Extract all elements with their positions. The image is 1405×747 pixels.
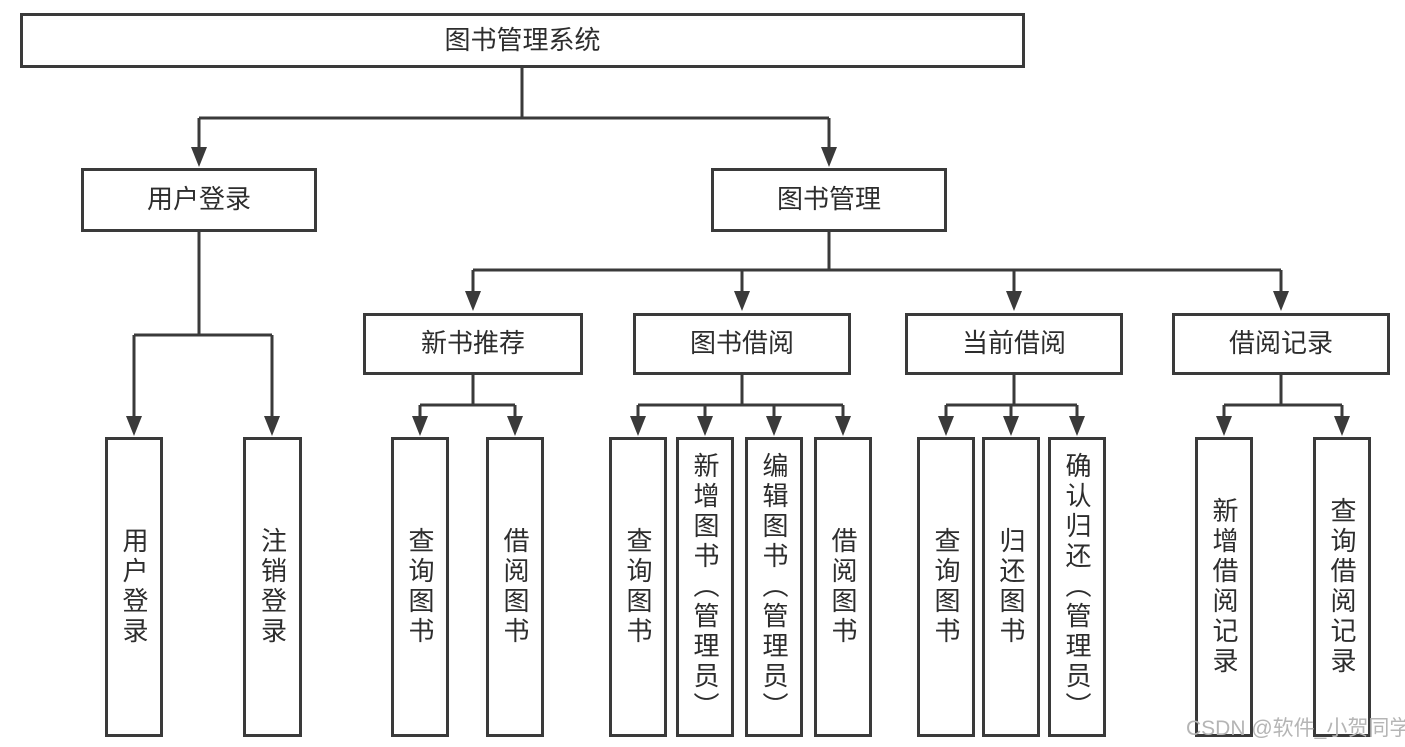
leaf-add-borrow-record: 新增借阅记录	[1195, 437, 1253, 737]
leaf-add-book-admin: 新增图书（管理员）	[676, 437, 734, 737]
node-user-login: 用户登录	[81, 168, 317, 232]
node-book-borrowing: 图书借阅	[633, 313, 851, 375]
node-label: 图书借阅	[689, 328, 794, 359]
node-label: 图书管理	[776, 184, 881, 215]
leaf-label: 编辑图书（管理员）	[759, 452, 789, 722]
node-label: 新书推荐	[420, 328, 525, 359]
node-current-borrowing: 当前借阅	[905, 313, 1123, 375]
leaf-label: 新增图书（管理员）	[690, 452, 720, 722]
leaf-edit-book-admin: 编辑图书（管理员）	[745, 437, 803, 737]
leaf-return-books: 归还图书	[982, 437, 1040, 737]
leaf-label: 确认归还（管理员）	[1062, 452, 1092, 722]
leaf-label: 注销登录	[257, 527, 288, 647]
leaf-label: 借阅图书	[500, 527, 530, 647]
node-library-management-system: 图书管理系统	[20, 13, 1025, 68]
leaf-query-books-recommend: 查询图书	[391, 437, 449, 737]
node-book-management: 图书管理	[711, 168, 947, 232]
node-label: 当前借阅	[961, 328, 1066, 359]
leaf-logout: 注销登录	[243, 437, 302, 737]
leaf-confirm-return-admin: 确认归还（管理员）	[1048, 437, 1106, 737]
leaf-label: 查询图书	[931, 527, 961, 647]
leaf-label: 用户登录	[119, 527, 149, 647]
csdn-watermark: CSDN @软件_小贺同学	[1186, 717, 1405, 740]
leaf-user-login: 用户登录	[105, 437, 163, 737]
leaf-borrow-books-borrowing: 借阅图书	[814, 437, 872, 737]
node-label: 图书管理系统	[444, 24, 601, 55]
node-label: 用户登录	[146, 184, 251, 215]
leaf-label: 查询图书	[623, 527, 653, 647]
leaf-label: 新增借阅记录	[1209, 497, 1239, 677]
leaf-label: 借阅图书	[828, 527, 858, 647]
node-borrowing-records: 借阅记录	[1172, 313, 1390, 375]
leaf-label: 归还图书	[996, 527, 1026, 647]
leaf-borrow-books-recommend: 借阅图书	[486, 437, 544, 737]
leaf-label: 查询图书	[405, 527, 435, 647]
leaf-query-books-borrowing: 查询图书	[609, 437, 667, 737]
node-new-book-recommend: 新书推荐	[363, 313, 583, 375]
leaf-query-books-current: 查询图书	[917, 437, 975, 737]
node-label: 借阅记录	[1228, 328, 1333, 359]
leaf-query-borrow-record: 查询借阅记录	[1313, 437, 1371, 737]
leaf-label: 查询借阅记录	[1327, 497, 1357, 677]
